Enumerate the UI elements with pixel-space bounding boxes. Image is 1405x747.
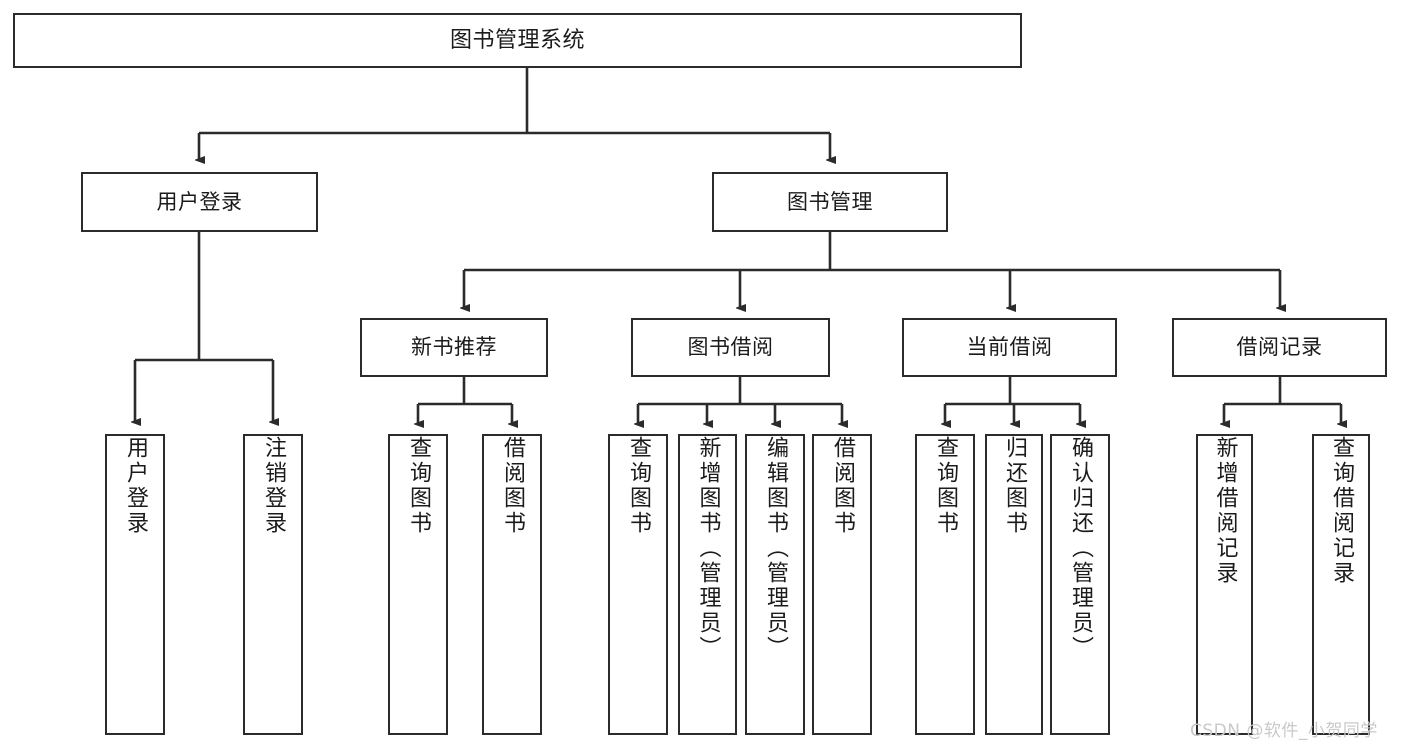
node-label: 借阅图书 [830, 436, 855, 536]
leaf-borrow-book-recommend[interactable]: 借阅图书 [482, 434, 542, 735]
leaf-add-book-admin[interactable]: 新增图书（管理员） [678, 434, 737, 735]
leaf-query-book-current[interactable]: 查询图书 [915, 434, 975, 735]
leaf-query-borrow-record[interactable]: 查询借阅记录 [1312, 434, 1370, 735]
leaf-query-book-recommend[interactable]: 查询图书 [388, 434, 448, 735]
leaf-logout[interactable]: 注销登录 [243, 434, 303, 735]
leaf-user-login[interactable]: 用户登录 [105, 434, 165, 735]
leaf-return-book[interactable]: 归还图书 [985, 434, 1043, 735]
node-user-login[interactable]: 用户登录 [81, 172, 318, 232]
node-label: 图书管理 [787, 189, 873, 214]
node-label: 查询图书 [933, 436, 958, 536]
node-label: 查询图书 [626, 436, 651, 536]
node-label: 新增图书（管理员） [695, 436, 721, 661]
node-borrow-record[interactable]: 借阅记录 [1172, 318, 1387, 377]
leaf-borrow-book[interactable]: 借阅图书 [812, 434, 872, 735]
node-label: 借阅图书 [500, 436, 525, 536]
node-label: 用户登录 [123, 436, 148, 536]
node-label: 图书管理系统 [449, 27, 585, 53]
node-label: 当前借阅 [966, 335, 1053, 360]
node-book-borrow[interactable]: 图书借阅 [631, 318, 830, 377]
node-current-borrow[interactable]: 当前借阅 [902, 318, 1117, 377]
node-label: 借阅记录 [1236, 335, 1323, 360]
leaf-query-book-borrow[interactable]: 查询图书 [608, 434, 668, 735]
node-label: 确认归还（管理员） [1068, 436, 1093, 661]
node-label: 编辑图书（管理员） [763, 436, 788, 661]
node-label: 新书推荐 [411, 335, 497, 360]
node-label: 新增借阅记录 [1212, 436, 1238, 586]
node-label: 查询借阅记录 [1329, 436, 1354, 586]
node-label: 注销登录 [261, 436, 286, 536]
node-new-book-recommend[interactable]: 新书推荐 [360, 318, 548, 377]
leaf-add-borrow-record[interactable]: 新增借阅记录 [1196, 434, 1253, 735]
node-label: 用户登录 [156, 189, 243, 214]
node-root-system[interactable]: 图书管理系统 [13, 13, 1022, 68]
leaf-confirm-return-admin[interactable]: 确认归还（管理员） [1050, 434, 1110, 735]
leaf-edit-book-admin[interactable]: 编辑图书（管理员） [745, 434, 805, 735]
node-label: 查询图书 [406, 436, 431, 536]
node-label: 图书借阅 [687, 335, 774, 360]
node-label: 归还图书 [1002, 436, 1027, 536]
node-book-management[interactable]: 图书管理 [712, 172, 948, 232]
